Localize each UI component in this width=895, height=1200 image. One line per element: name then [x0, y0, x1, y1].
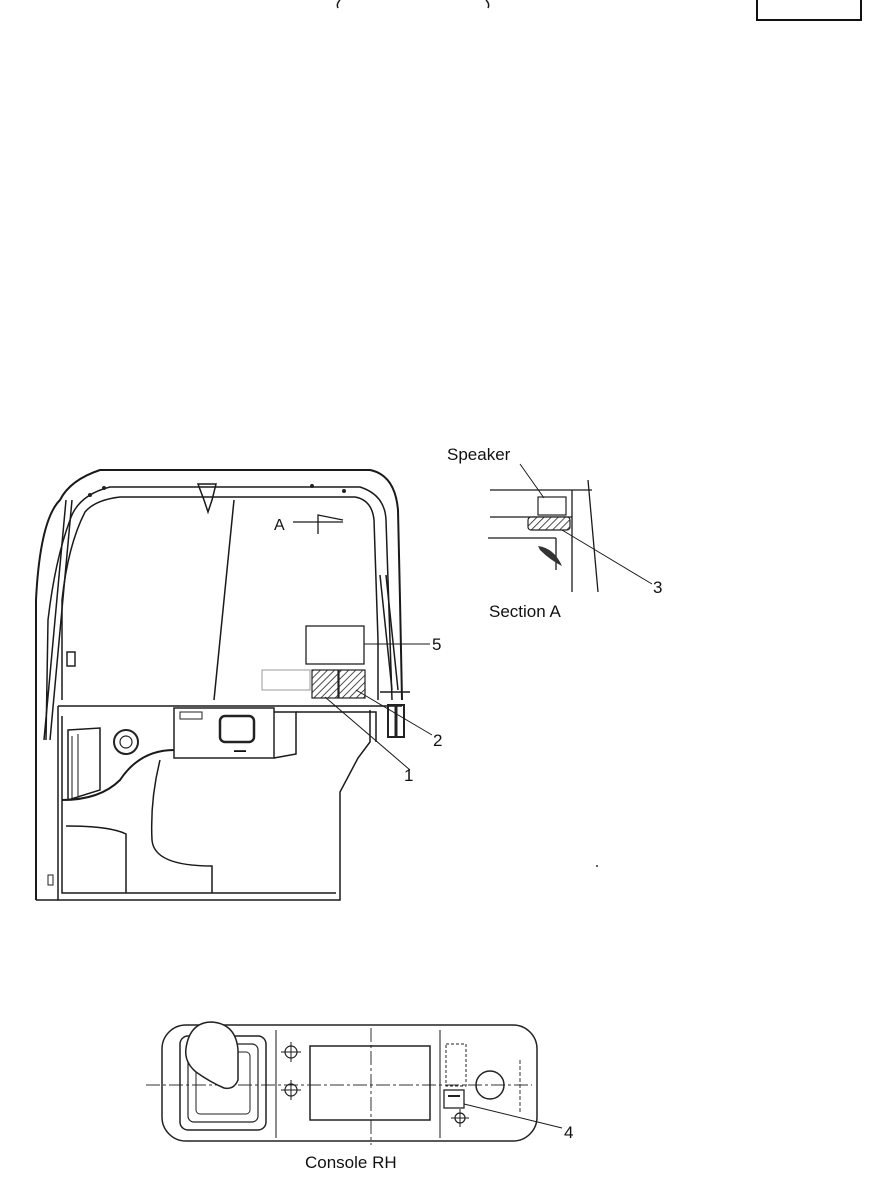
decal-1: [311, 669, 339, 699]
speaker-label: Speaker: [447, 445, 511, 464]
cab-rear-view: ▬▬: [35, 469, 410, 901]
callout-2: 2: [433, 731, 442, 750]
section-a-caption: Section A: [489, 602, 561, 621]
console-rh-view: [146, 1021, 538, 1145]
decal-5: [305, 625, 365, 665]
decal-2: [338, 669, 366, 699]
callout-leaders-main: [324, 643, 433, 771]
console-rh-caption: Console RH: [305, 1153, 397, 1172]
callout-1: 1: [404, 766, 413, 785]
section-a-view: [488, 479, 599, 593]
view-marker-label: A: [274, 517, 285, 534]
view-marker-a: A: [274, 514, 344, 534]
decal-4: [443, 1089, 465, 1109]
callout-5: 5: [432, 635, 441, 654]
svg-text:▬▬: ▬▬: [234, 748, 246, 754]
callout-4: 4: [564, 1123, 573, 1142]
callout-3: 3: [653, 578, 662, 597]
page-header-fragment: [336, 0, 862, 21]
page-number-box: [756, 0, 862, 21]
